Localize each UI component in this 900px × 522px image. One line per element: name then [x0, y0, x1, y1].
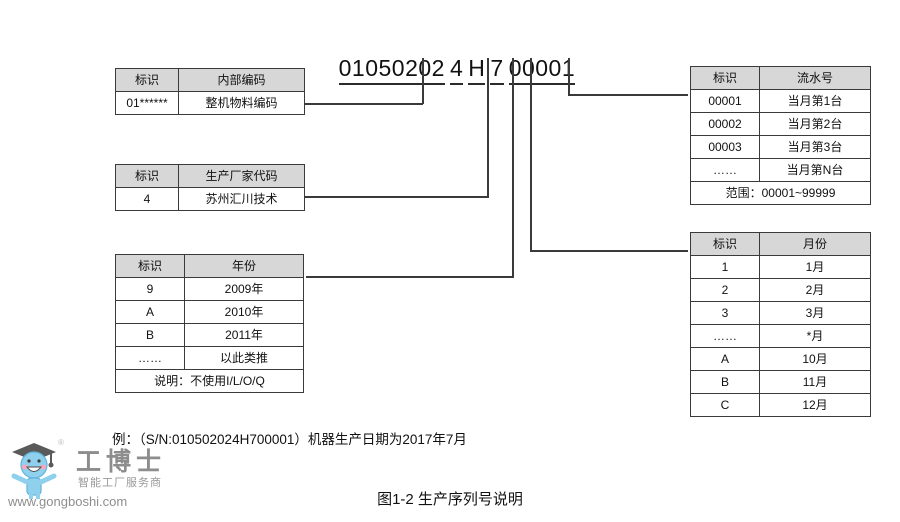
cell-value: 3月 — [759, 301, 871, 325]
table-row: A 2010年 — [115, 300, 304, 324]
serial-segment-manufacturer: 4 — [449, 55, 464, 85]
table-year: 标识 年份 9 2009年 A 2010年 B 2011年 …… 以此类推 说明… — [115, 254, 304, 393]
cell-value: 当月第1台 — [759, 89, 871, 113]
cell-value: 12月 — [759, 393, 871, 417]
table-manufacturer-code: 标识 生产厂家代码 4 苏州汇川技术 — [115, 164, 305, 211]
header-cell-id: 标识 — [690, 232, 760, 256]
table-month: 标识 月份 1 1月 2 2月 3 3月 …… *月 A 10月 B 11月 C — [690, 232, 871, 417]
cell-value: *月 — [759, 324, 871, 348]
cell-id: 00002 — [690, 112, 760, 136]
cell-id: 00001 — [690, 89, 760, 113]
cell-id: …… — [115, 346, 185, 370]
cell-value: 2010年 — [184, 300, 304, 324]
cell-value: 11月 — [759, 370, 871, 394]
table-row: 9 2009年 — [115, 277, 304, 301]
table-row: C 12月 — [690, 393, 871, 417]
cell-value: 当月第2台 — [759, 112, 871, 136]
connector-internal-code-vertical — [422, 58, 424, 104]
header-cell-value: 流水号 — [759, 66, 871, 90]
cell-id: 2 — [690, 278, 760, 302]
connector-year-horizontal — [306, 276, 513, 278]
brand-url: www.gongboshi.com — [8, 494, 128, 509]
note-year: 说明：不使用I/L/O/Q — [115, 369, 304, 393]
cell-value: 整机物料编码 — [178, 91, 305, 115]
table-header-row: 标识 年份 — [115, 254, 304, 278]
header-cell-id: 标识 — [115, 68, 179, 92]
header-cell-value: 内部编码 — [178, 68, 305, 92]
serial-segment-sequence: 00001 — [508, 55, 576, 85]
cell-id: …… — [690, 324, 760, 348]
table-row: B 11月 — [690, 370, 871, 394]
table-row: …… *月 — [690, 324, 871, 348]
connector-manufacturer-horizontal — [305, 196, 489, 198]
cell-value: 10月 — [759, 347, 871, 371]
connector-internal-code-horizontal — [305, 103, 423, 105]
cell-id: A — [115, 300, 185, 324]
table-header-row: 标识 内部编码 — [115, 68, 305, 92]
cell-id: 4 — [115, 187, 179, 211]
table-header-row: 标识 生产厂家代码 — [115, 164, 305, 188]
watermark-logo: ® 工博士 智能工厂服务商 www.gongboshi.com — [4, 438, 194, 518]
example-text: 例：（S/N:010502024H700001）机器生产日期为2017年7月 — [112, 432, 467, 447]
cell-id: 3 — [690, 301, 760, 325]
header-cell-value: 年份 — [184, 254, 304, 278]
cell-value: 2月 — [759, 278, 871, 302]
header-cell-value: 月份 — [759, 232, 871, 256]
table-sequence-number: 标识 流水号 00001 当月第1台 00002 当月第2台 00003 当月第… — [690, 66, 871, 205]
table-row: …… 当月第N台 — [690, 158, 871, 182]
table-row: …… 以此类推 — [115, 346, 304, 370]
table-note-row: 说明：不使用I/L/O/Q — [115, 369, 304, 393]
connector-sequence-horizontal — [568, 94, 688, 96]
table-note-row: 范围：00001~99999 — [690, 181, 871, 205]
table-row: A 10月 — [690, 347, 871, 371]
cell-id: B — [690, 370, 760, 394]
table-row: 1 1月 — [690, 255, 871, 279]
brand-name: 工博士 — [76, 447, 167, 476]
cell-value: 1月 — [759, 255, 871, 279]
connector-sequence-vertical — [568, 58, 570, 95]
cell-id: C — [690, 393, 760, 417]
brand-tagline: 智能工厂服务商 — [78, 477, 162, 489]
cell-id: B — [115, 323, 185, 347]
header-cell-id: 标识 — [115, 254, 185, 278]
cell-value: 2009年 — [184, 277, 304, 301]
connector-manufacturer-vertical — [487, 58, 489, 197]
cell-id: 1 — [690, 255, 760, 279]
table-header-row: 标识 流水号 — [690, 66, 871, 90]
cell-id: 9 — [115, 277, 185, 301]
cell-id: 01****** — [115, 91, 179, 115]
connector-month-horizontal — [530, 250, 688, 252]
table-row: 01****** 整机物料编码 — [115, 91, 305, 115]
header-cell-id: 标识 — [690, 66, 760, 90]
table-header-row: 标识 月份 — [690, 232, 871, 256]
table-row: B 2011年 — [115, 323, 304, 347]
cell-value: 当月第3台 — [759, 135, 871, 159]
header-cell-id: 标识 — [115, 164, 179, 188]
figure-caption: 图1-2 生产序列号说明 — [377, 491, 523, 508]
table-row: 00001 当月第1台 — [690, 89, 871, 113]
table-row: 2 2月 — [690, 278, 871, 302]
table-row: 3 3月 — [690, 301, 871, 325]
cell-value: 当月第N台 — [759, 158, 871, 182]
cell-id: 00003 — [690, 135, 760, 159]
note-sequence: 范围：00001~99999 — [690, 181, 871, 205]
connector-year-vertical — [512, 58, 514, 278]
cell-id: A — [690, 347, 760, 371]
table-row: 4 苏州汇川技术 — [115, 187, 305, 211]
cell-value: 以此类推 — [184, 346, 304, 370]
cell-value: 苏州汇川技术 — [178, 187, 305, 211]
table-internal-code: 标识 内部编码 01****** 整机物料编码 — [115, 68, 305, 115]
header-cell-value: 生产厂家代码 — [178, 164, 305, 188]
table-row: 00003 当月第3台 — [690, 135, 871, 159]
serial-segment-month: 7 — [490, 55, 504, 85]
cell-value: 2011年 — [184, 323, 304, 347]
serial-segment-internal-code: 01050202 — [338, 55, 445, 85]
connector-month-vertical — [530, 58, 532, 252]
registered-mark: ® — [58, 438, 64, 447]
cell-id: …… — [690, 158, 760, 182]
table-row: 00002 当月第2台 — [690, 112, 871, 136]
serial-segment-year: H — [468, 55, 486, 85]
mascot-icon — [11, 443, 57, 499]
